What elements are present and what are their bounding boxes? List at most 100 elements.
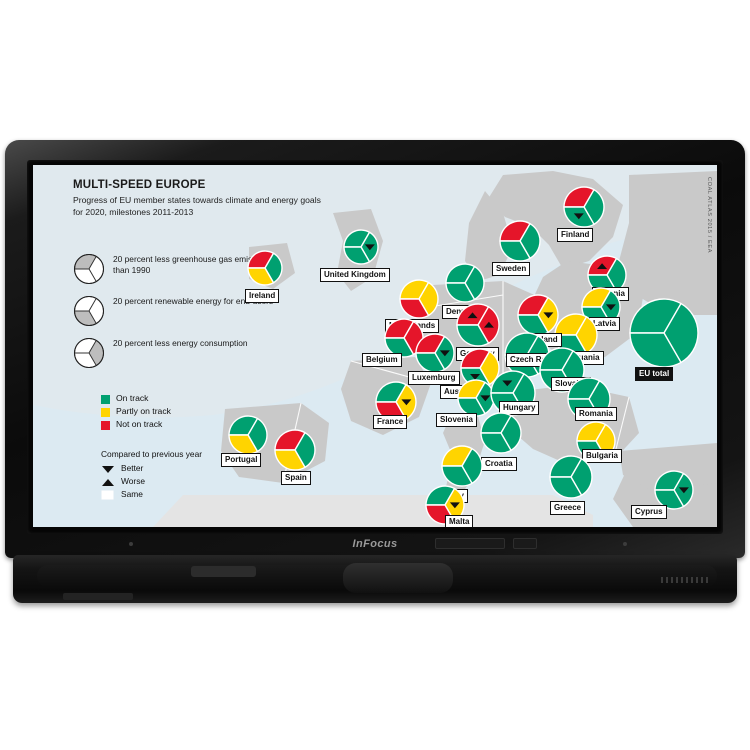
pie-chart	[425, 485, 465, 525]
pie-chart	[228, 415, 268, 455]
bezel-port-a	[435, 538, 505, 549]
better-arrow-icon	[605, 304, 616, 311]
country-label[interactable]: Finland	[557, 228, 594, 242]
country-label[interactable]: Cyprus	[631, 505, 667, 519]
status-swatch	[101, 408, 110, 417]
pie-chart	[343, 229, 379, 265]
country-pie-cyprus[interactable]	[654, 470, 694, 510]
bezel-port-b	[513, 538, 537, 549]
pie-chart	[274, 429, 316, 471]
pie-chart	[457, 379, 495, 417]
soundbar-vents	[661, 577, 709, 583]
pie-chart	[517, 294, 559, 336]
better-arrow-icon	[439, 350, 450, 357]
country-label[interactable]: Portugal	[221, 453, 262, 467]
country-label[interactable]: Spain	[281, 471, 311, 485]
country-pie-united-kingdom[interactable]	[343, 229, 379, 265]
status-legend-label: Not on track	[116, 419, 163, 429]
better-arrow-icon	[678, 487, 689, 494]
bezel-led-dot	[623, 542, 627, 546]
display-screen[interactable]: MULTI-SPEED EUROPE Progress of EU member…	[33, 165, 717, 527]
pie-chart	[654, 470, 694, 510]
better-arrow-icon	[502, 380, 513, 387]
page-title: MULTI-SPEED EUROPE	[73, 179, 206, 191]
country-label[interactable]: United Kingdom	[320, 268, 390, 282]
status-legend-label: On track	[116, 393, 149, 403]
country-label[interactable]: Romania	[575, 407, 617, 421]
country-pie-poland[interactable]	[517, 294, 559, 336]
country-label[interactable]: Hungary	[499, 401, 540, 415]
pie-chart	[629, 298, 699, 368]
same-marker-icon	[101, 490, 114, 500]
page-subtitle: Progress of EU member states towards cli…	[73, 195, 321, 217]
country-label[interactable]: Ireland	[245, 289, 280, 303]
infocus-display: MULTI-SPEED EUROPE Progress of EU member…	[5, 140, 745, 603]
pie-chart	[384, 318, 424, 358]
better-arrow-icon	[364, 244, 375, 251]
trend-legend-label: Same	[121, 489, 143, 499]
country-pie-portugal[interactable]	[228, 415, 268, 455]
pie-chart	[563, 186, 605, 228]
country-label[interactable]: Luxemburg	[408, 371, 460, 385]
status-swatch	[101, 395, 110, 404]
pie-chart	[456, 303, 500, 347]
country-label[interactable]: Bulgaria	[582, 449, 623, 463]
country-pie-finland[interactable]	[563, 186, 605, 228]
country-pie-spain[interactable]	[274, 429, 316, 471]
country-pie-greece[interactable]	[549, 455, 593, 499]
pie-chart	[247, 250, 283, 286]
better-arrow-icon	[543, 312, 554, 319]
status-legend-label: Partly on track	[116, 406, 171, 416]
better-arrow-icon	[480, 395, 491, 402]
country-label[interactable]: Greece	[550, 501, 586, 515]
soundbar-lip	[63, 593, 133, 600]
country-pie-germany[interactable]	[456, 303, 500, 347]
pie-chart	[480, 412, 522, 454]
pie-chart	[499, 220, 541, 262]
country-pie-denmark[interactable]	[445, 263, 485, 303]
source-credit: COAL ATLAS 2015 / EEA	[706, 177, 712, 254]
country-pie-eu-total[interactable]	[629, 298, 699, 368]
country-pie-netherlands[interactable]	[399, 279, 439, 319]
soundbar-center-module	[343, 563, 453, 593]
better-arrow-icon	[470, 373, 481, 380]
soundbar-tab	[191, 566, 256, 577]
country-pie-croatia[interactable]	[480, 412, 522, 454]
brand-logo: InFocus	[352, 538, 398, 550]
efficiency-ring-icon	[73, 337, 105, 369]
country-label[interactable]: Malta	[445, 515, 474, 527]
trend-legend-label: Better	[121, 463, 144, 473]
country-pie-belgium[interactable]	[384, 318, 424, 358]
country-label[interactable]: EU total	[635, 367, 674, 381]
indicator-legend-label: 20 percent renewable energy for end-user…	[113, 296, 274, 306]
pie-chart	[445, 263, 485, 303]
country-pie-sweden[interactable]	[499, 220, 541, 262]
better-arrow-icon	[102, 466, 114, 473]
better-arrow-icon	[573, 213, 584, 220]
trend-legend-title: Compared to previous year	[101, 449, 203, 459]
indicator-legend-label: 20 percent less greenhouse gas emissions…	[113, 254, 272, 275]
country-pie-luxemburg[interactable]	[415, 333, 455, 373]
country-label[interactable]: Belgium	[362, 353, 402, 367]
country-pie-slovenia[interactable]	[457, 379, 495, 417]
better-arrow-icon	[449, 502, 460, 509]
worse-arrow-icon	[467, 312, 478, 319]
worse-arrow-icon	[597, 263, 608, 270]
pie-chart	[399, 279, 439, 319]
better-arrow-icon	[401, 399, 412, 406]
country-label[interactable]: Croatia	[481, 457, 517, 471]
country-label[interactable]: France	[373, 415, 408, 429]
indicator-legend-label: 20 percent less energy consumption	[113, 338, 248, 348]
country-pie-malta[interactable]	[425, 485, 465, 525]
ghg-ring-icon	[73, 253, 105, 285]
country-label[interactable]: Sweden	[492, 262, 531, 276]
bezel-sensor-dot	[129, 542, 133, 546]
pie-chart	[549, 455, 593, 499]
trend-legend-label: Worse	[121, 476, 146, 486]
country-pie-italy[interactable]	[441, 445, 483, 487]
country-label[interactable]: Slovenia	[436, 413, 477, 427]
worse-arrow-icon	[102, 479, 114, 486]
soundbar	[13, 555, 737, 603]
country-pie-ireland[interactable]	[247, 250, 283, 286]
